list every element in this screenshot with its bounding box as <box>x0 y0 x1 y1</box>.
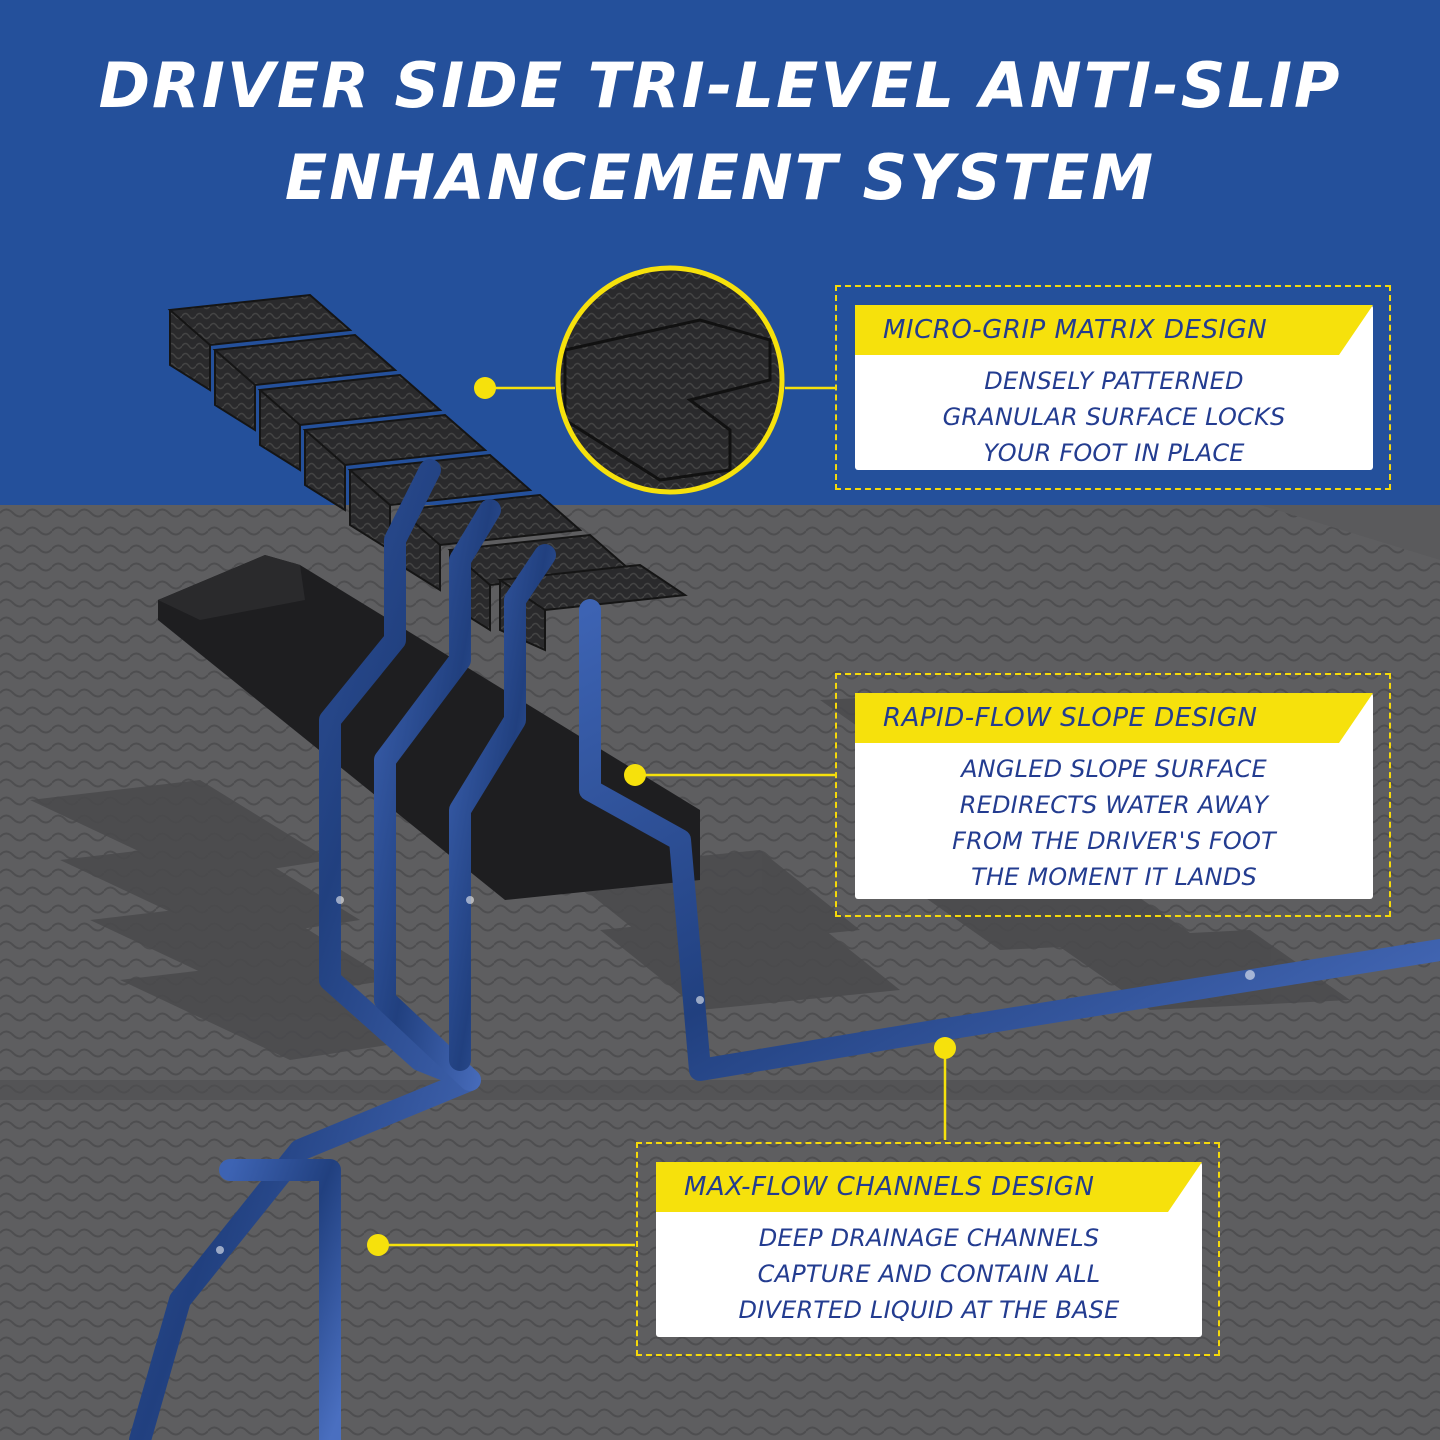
description-line: DIVERTED LIQUID AT THE BASE <box>738 1296 1120 1324</box>
description-line: CAPTURE AND CONTAIN ALL <box>757 1260 1101 1288</box>
description-line: DEEP DRAINAGE CHANNELS <box>758 1224 1100 1252</box>
description-line: DENSELY PATTERNED <box>984 367 1244 395</box>
water-streams <box>129 459 1440 1440</box>
callout-description: DENSELY PATTERNED GRANULAR SURFACE LOCKS… <box>855 363 1373 471</box>
description-line: THE MOMENT IT LANDS <box>971 863 1257 891</box>
title-line-2: ENHANCEMENT SYSTEM <box>284 141 1156 214</box>
callout-title: MICRO-GRIP MATRIX DESIGN <box>855 305 1373 355</box>
callout-card: RAPID-FLOW SLOPE DESIGN ANGLED SLOPE SUR… <box>855 693 1373 899</box>
description-line: ANGLED SLOPE SURFACE <box>961 755 1267 783</box>
slope-block <box>158 555 700 900</box>
title-line-1: DRIVER SIDE TRI-LEVEL ANTI-SLIP <box>98 49 1342 122</box>
callout-dot-icon <box>474 377 496 399</box>
description-line: FROM THE DRIVER'S FOOT <box>952 827 1276 855</box>
magnifier-circle-icon <box>555 265 785 495</box>
description-line: YOUR FOOT IN PLACE <box>983 439 1245 467</box>
callout-card: MICRO-GRIP MATRIX DESIGN DENSELY PATTERN… <box>855 305 1373 470</box>
callout-micro-grip: MICRO-GRIP MATRIX DESIGN DENSELY PATTERN… <box>835 285 1391 490</box>
page-title: DRIVER SIDE TRI-LEVEL ANTI-SLIP ENHANCEM… <box>0 40 1440 224</box>
callout-title: MAX-FLOW CHANNELS DESIGN <box>656 1162 1202 1212</box>
description-line: GRANULAR SURFACE LOCKS <box>942 403 1286 431</box>
callout-max-flow: MAX-FLOW CHANNELS DESIGN DEEP DRAINAGE C… <box>636 1142 1220 1356</box>
callout-description: ANGLED SLOPE SURFACE REDIRECTS WATER AWA… <box>855 751 1373 895</box>
callout-card: MAX-FLOW CHANNELS DESIGN DEEP DRAINAGE C… <box>656 1162 1202 1337</box>
callout-dot-icon <box>367 1234 389 1256</box>
grip-bar <box>167 293 688 652</box>
callout-rapid-flow: RAPID-FLOW SLOPE DESIGN ANGLED SLOPE SUR… <box>835 673 1391 917</box>
callout-title: RAPID-FLOW SLOPE DESIGN <box>855 693 1373 743</box>
callout-dot-icon <box>624 764 646 786</box>
callout-dot-icon <box>934 1037 956 1059</box>
callout-description: DEEP DRAINAGE CHANNELS CAPTURE AND CONTA… <box>656 1220 1202 1328</box>
description-line: REDIRECTS WATER AWAY <box>959 791 1269 819</box>
